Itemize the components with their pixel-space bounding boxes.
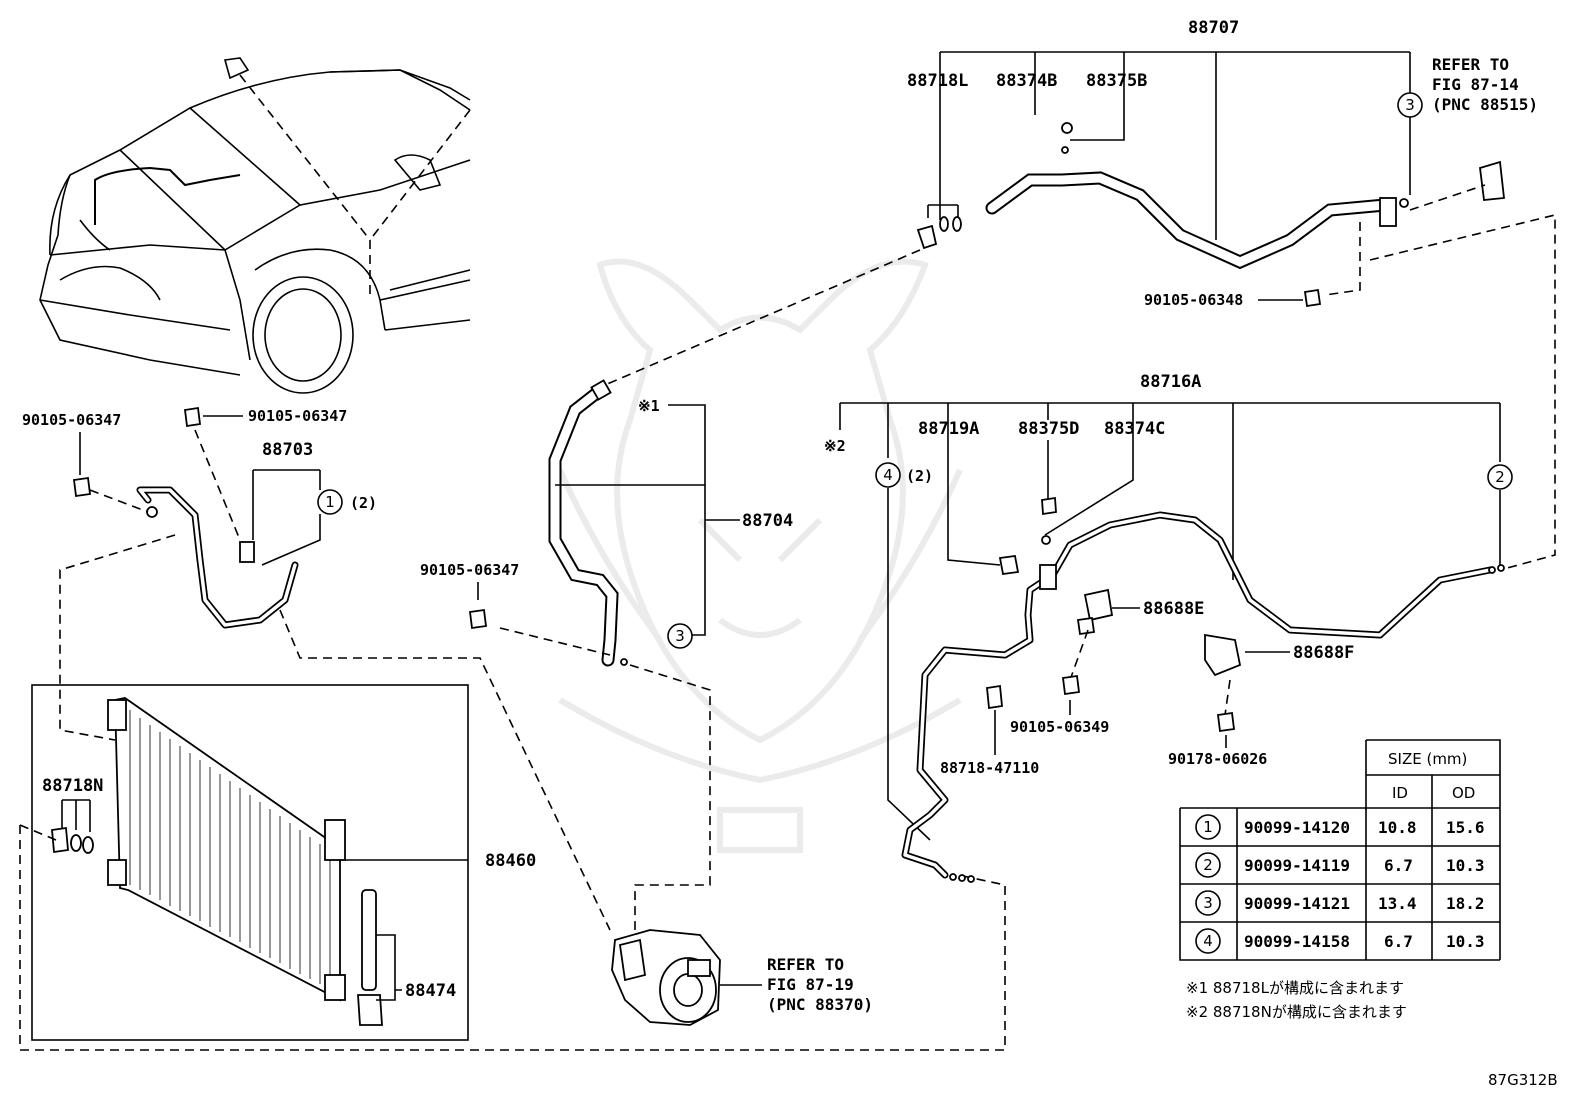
table-row-no: 2 xyxy=(1203,856,1213,874)
note-2: ※2 88718Nが構成に含まれます xyxy=(1186,1003,1407,1021)
label-90105-06349: 90105-06349 xyxy=(1010,718,1109,736)
hose-88704: ※1 88704 3 90105-06347 xyxy=(420,379,793,930)
table-row-no: 3 xyxy=(1203,894,1213,912)
figure-code: 87G312B xyxy=(1488,1071,1558,1089)
condenser-fins xyxy=(129,710,331,990)
callout-4: 4 xyxy=(883,466,893,484)
table-col-id: ID xyxy=(1392,784,1408,802)
ref-bottom-line2: FIG 87-19 xyxy=(767,975,854,994)
label-88718-47110: 88718-47110 xyxy=(940,759,1039,777)
label-88688E: 88688E xyxy=(1143,599,1204,619)
table-row-part: 90099-14158 xyxy=(1244,932,1350,951)
label-88704: 88704 xyxy=(742,511,793,531)
table-row-id: 13.4 xyxy=(1378,894,1417,913)
table-row-od: 10.3 xyxy=(1446,932,1485,951)
callout-1: 1 xyxy=(325,493,335,511)
table-row-od: 18.2 xyxy=(1446,894,1485,913)
pipe-assembly-88707: 88707 88718L 88374B 88375B REFER TO FIG … xyxy=(907,18,1556,571)
condenser-88460: 88460 88718N 88474 xyxy=(19,684,1006,1051)
compressor: REFER TO FIG 87-19 (PNC 88370) xyxy=(611,929,873,1026)
label-90178-06026: 90178-06026 xyxy=(1168,750,1267,768)
qty-callout-1: (2) xyxy=(350,494,377,512)
table-row-no: 4 xyxy=(1203,932,1213,950)
label-88474: 88474 xyxy=(405,981,456,1001)
table-row-od: 15.6 xyxy=(1446,818,1485,837)
label-90105-06347-c: 90105-06347 xyxy=(420,561,519,579)
mark-1: ※1 xyxy=(638,397,660,415)
label-88716A: 88716A xyxy=(1140,372,1201,392)
table-col-od: OD xyxy=(1452,784,1475,802)
label-88718N: 88718N xyxy=(42,776,103,796)
ref-bottom-line3: (PNC 88370) xyxy=(767,995,873,1014)
label-90105-06347-b: 90105-06347 xyxy=(248,407,347,425)
label-88374B: 88374B xyxy=(996,71,1057,91)
table-row-id: 6.7 xyxy=(1384,856,1413,875)
qty-callout-4: (2) xyxy=(906,467,933,485)
label-88375D: 88375D xyxy=(1018,419,1079,439)
ref-bottom-line1: REFER TO xyxy=(767,955,844,974)
label-88703: 88703 xyxy=(262,440,313,460)
ref-top-line1: REFER TO xyxy=(1432,55,1509,74)
note-1: ※1 88718Lが構成に含まれます xyxy=(1186,979,1404,997)
callout-2: 2 xyxy=(1495,468,1505,486)
table-row-od: 10.3 xyxy=(1446,856,1485,875)
vehicle-front-view xyxy=(39,57,471,394)
label-88374C: 88374C xyxy=(1104,419,1165,439)
label-90105-06348: 90105-06348 xyxy=(1144,291,1243,309)
pipe-assembly-88716A: 88716A ※2 88719A 88375D 88374C 4 (2) 2 8… xyxy=(824,372,1513,883)
label-88375B: 88375B xyxy=(1086,71,1147,91)
callout-3-mid: 3 xyxy=(675,627,685,645)
label-90105-06347-a: 90105-06347 xyxy=(22,411,121,429)
table-row-id: 6.7 xyxy=(1384,932,1413,951)
label-88707: 88707 xyxy=(1188,18,1239,38)
ref-top-line2: FIG 87-14 xyxy=(1432,75,1519,94)
label-88460: 88460 xyxy=(485,851,536,871)
callout-3-top: 3 xyxy=(1405,96,1415,114)
hose-88703: 90105-06347 90105-06347 88703 1 (2) xyxy=(22,406,611,931)
size-table: SIZE (mm) ID OD 1 90099-14120 10.8 15.6 … xyxy=(1179,739,1501,961)
table-title: SIZE (mm) xyxy=(1388,750,1467,768)
table-row-part: 90099-14120 xyxy=(1244,818,1350,837)
table-row-id: 10.8 xyxy=(1378,818,1417,837)
watermark-emblem xyxy=(557,258,963,853)
ref-top-line3: (PNC 88515) xyxy=(1432,95,1538,114)
label-88718L: 88718L xyxy=(907,71,968,91)
table-row-no: 1 xyxy=(1203,818,1213,836)
label-88719A: 88719A xyxy=(918,419,979,439)
label-88688F: 88688F xyxy=(1293,643,1354,663)
table-row-part: 90099-14119 xyxy=(1244,856,1350,875)
table-row-part: 90099-14121 xyxy=(1244,894,1350,913)
mark-2: ※2 xyxy=(824,437,846,455)
